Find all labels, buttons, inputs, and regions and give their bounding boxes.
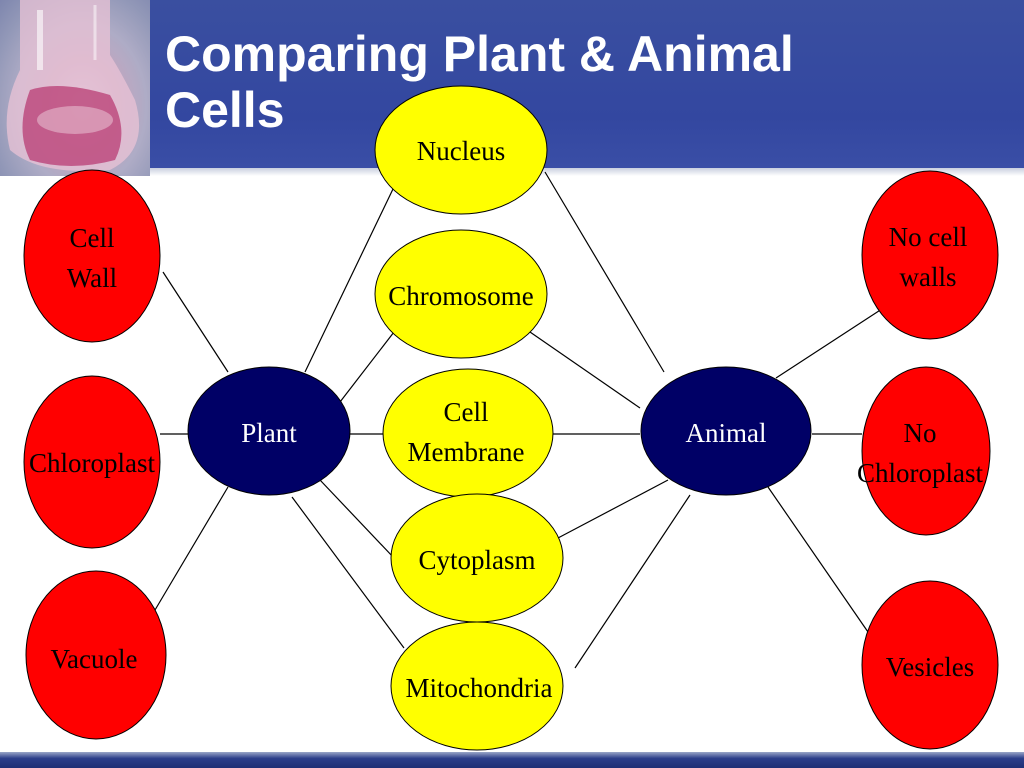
shared-node-label: Nucleus (417, 136, 505, 166)
connector-line (544, 171, 665, 373)
connector-line (319, 479, 395, 559)
animal-only-node-shape (861, 580, 999, 750)
shared-node: Nucleus (374, 85, 548, 215)
shared-node: Chromosome (374, 229, 548, 359)
connector-lines (154, 171, 889, 669)
shared-node-shape (374, 85, 548, 215)
connector-line (154, 486, 229, 611)
page-title: Comparing Plant & Animal Cells (165, 26, 794, 138)
plant-only-node-shape (23, 375, 161, 549)
shared-node: Cytoplasm (390, 493, 564, 623)
shared-node-shape (374, 229, 548, 359)
shared-node-label: Cytoplasm (418, 545, 535, 575)
shared-node-label: Mitochondria (406, 673, 553, 703)
shared-node: Mitochondria (390, 621, 564, 751)
connector-line (557, 479, 669, 539)
animal-only-node-label: Vesicles (886, 652, 974, 682)
plant-only-node-shape (23, 169, 161, 343)
plant-only-node-shape (25, 570, 167, 740)
plant-only-node: Vacuole (25, 570, 167, 740)
plant-only-node: Chloroplast (23, 375, 161, 549)
connector-line (304, 188, 394, 373)
plant-node: Plant (187, 366, 351, 496)
shared-node-shape (390, 621, 564, 751)
animal-only-node: Vesicles (861, 580, 999, 750)
flask-image (0, 0, 150, 176)
connector-line (339, 331, 395, 403)
connector-line (767, 486, 869, 633)
connector-line (775, 304, 889, 379)
plant-node-shape (187, 366, 351, 496)
connector-line (162, 271, 229, 373)
footer-bar (0, 752, 1024, 768)
animal-only-node-shape (861, 366, 991, 536)
shared-node-label: Chromosome (388, 281, 534, 311)
animal-node-shape (640, 366, 812, 496)
plant-only-node-label: Vacuole (51, 644, 138, 674)
animal-node: Animal (640, 366, 812, 496)
plant-only-node-label: Chloroplast (29, 448, 155, 478)
shared-node-shape (382, 368, 554, 498)
plant-node-label: Plant (241, 418, 297, 448)
animal-node-label: Animal (686, 418, 767, 448)
connector-line (529, 331, 641, 409)
connector-line (574, 494, 691, 669)
animal-only-node-shape (861, 170, 999, 340)
flask-icon (0, 0, 150, 176)
connector-line (291, 496, 405, 649)
